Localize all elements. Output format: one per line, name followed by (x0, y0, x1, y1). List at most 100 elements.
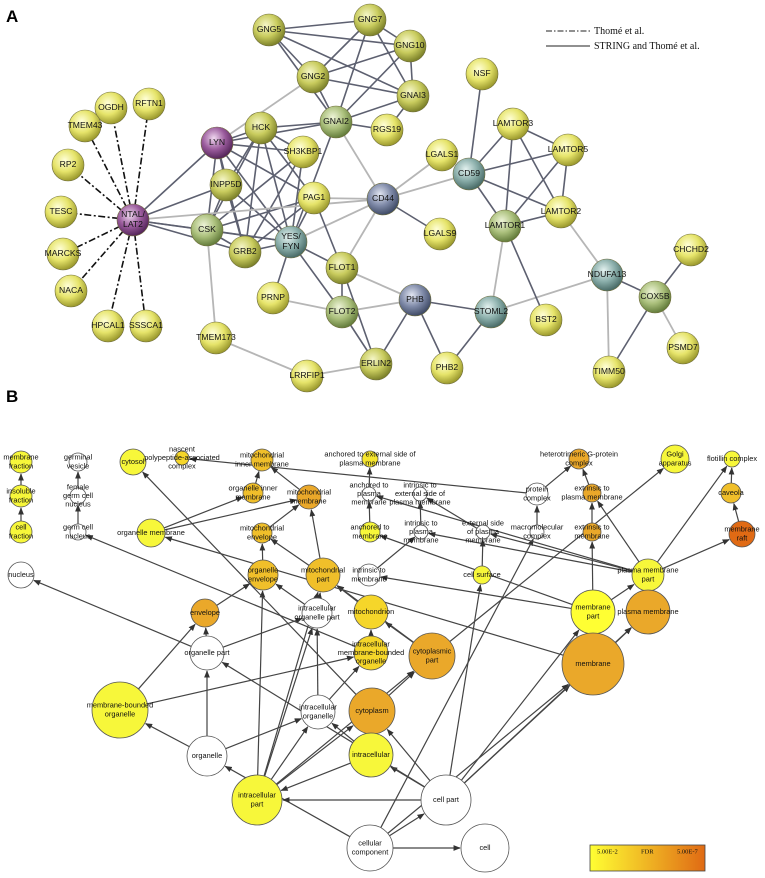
protein-node-csk[interactable]: CSK (190, 213, 224, 247)
go-term-cytosol[interactable]: cytosol (119, 448, 147, 476)
protein-node-marcks[interactable]: MARCKS (45, 237, 82, 271)
go-term-cytoplasm[interactable]: cytoplasm (348, 687, 396, 735)
go-term-intracellular[interactable]: intracellular (348, 732, 394, 778)
protein-node-gnai2[interactable]: GNAI2 (319, 105, 353, 139)
protein-node-ogdh[interactable]: OGDH (94, 91, 128, 125)
go-term-organelle[interactable]: organelle (186, 735, 228, 777)
protein-node-rp2[interactable]: RP2 (51, 148, 85, 182)
protein-node-phb2[interactable]: PHB2 (430, 351, 464, 385)
protein-node-flot1[interactable]: FLOT1 (325, 251, 359, 285)
go-term-flotillin[interactable]: flotillin complex (707, 450, 757, 468)
protein-node-ntal[interactable]: NTAL/LAT2 (116, 203, 150, 237)
protein-node-grb2[interactable]: GRB2 (228, 235, 262, 269)
protein-node-chchd2[interactable]: CHCHD2 (673, 233, 709, 267)
protein-node-gnai3[interactable]: GNAI3 (396, 79, 430, 113)
go-term-envelope[interactable]: envelope (190, 598, 220, 628)
protein-node-pag1[interactable]: PAG1 (297, 181, 331, 215)
protein-node-bst2[interactable]: BST2 (529, 303, 563, 337)
protein-node-nsf[interactable]: NSF (465, 57, 499, 91)
protein-node-sh3kbp1[interactable]: SH3KBP1 (284, 135, 323, 169)
protein-node-timm50[interactable]: TIMM50 (592, 355, 626, 389)
protein-node-lamtor1[interactable]: LAMTOR1 (485, 209, 526, 243)
go-term-mitochondrion[interactable]: mitochondrion (348, 594, 394, 630)
protein-node-cd44[interactable]: CD44 (366, 182, 400, 216)
protein-node-erlin2[interactable]: ERLIN2 (359, 347, 393, 381)
protein-node-rftn1[interactable]: RFTN1 (132, 87, 166, 121)
protein-node-prnp[interactable]: PRNP (256, 281, 290, 315)
go-term-organelle-membrane[interactable]: organelle membrane (117, 518, 185, 548)
protein-node-yes[interactable]: YES/FYN (274, 225, 308, 259)
protein-node-cox5b[interactable]: COX5B (638, 280, 672, 314)
go-term-cell-part[interactable]: cell part (420, 774, 472, 826)
protein-node-gng10[interactable]: GNG10 (393, 29, 427, 63)
protein-node-naca[interactable]: NACA (54, 274, 88, 308)
protein-node-gng2[interactable]: GNG2 (296, 60, 330, 94)
protein-node-lamtor3[interactable]: LAMTOR3 (493, 107, 534, 141)
go-term-nucleus[interactable]: nucleus (7, 561, 35, 589)
protein-node-cd59[interactable]: CD59 (452, 157, 486, 191)
go-term-cell[interactable]: cell (460, 823, 510, 873)
protein-node-gng7[interactable]: GNG7 (353, 3, 387, 37)
protein-node-sssca1[interactable]: SSSCA1 (129, 309, 163, 343)
protein-node-gng5[interactable]: GNG5 (252, 13, 286, 47)
go-term-cell-surface[interactable]: cell surface (463, 565, 501, 585)
protein-node-hpcal1[interactable]: HPCAL1 (91, 309, 125, 343)
protein-node-lamtor5[interactable]: LAMTOR5 (548, 133, 589, 167)
protein-node-stoml2[interactable]: STOML2 (474, 295, 508, 329)
protein-node-tmem173[interactable]: TMEM173 (196, 321, 236, 355)
protein-node-lgals9[interactable]: LGALS9 (423, 217, 457, 251)
protein-node-psmd7[interactable]: PSMD7 (666, 331, 700, 365)
go-term-organelle-part[interactable]: organelle part (184, 635, 230, 671)
protein-node-rgs19[interactable]: RGS19 (370, 113, 404, 147)
protein-node-hck[interactable]: HCK (244, 111, 278, 145)
protein-node-flot2[interactable]: FLOT2 (325, 295, 359, 329)
protein-node-lamtor2[interactable]: LAMTOR2 (541, 195, 582, 229)
protein-node-lgals1[interactable]: LGALS1 (425, 138, 459, 172)
protein-node-tesc[interactable]: TESC (44, 195, 78, 229)
go-term-plasma-membrane[interactable]: plasma membrane (617, 589, 679, 635)
protein-node-inpp5d[interactable]: INPP5D (209, 168, 243, 202)
protein-node-lyn[interactable]: LYN (200, 126, 234, 160)
protein-node-ndufa13[interactable]: NDUFA13 (588, 258, 627, 292)
go-term-caveola[interactable]: caveola (718, 482, 745, 504)
go-term-membrane[interactable]: membrane (561, 632, 625, 696)
protein-node-tmem43[interactable]: TMEM43 (68, 109, 103, 143)
protein-node-phb[interactable]: PHB (398, 283, 432, 317)
